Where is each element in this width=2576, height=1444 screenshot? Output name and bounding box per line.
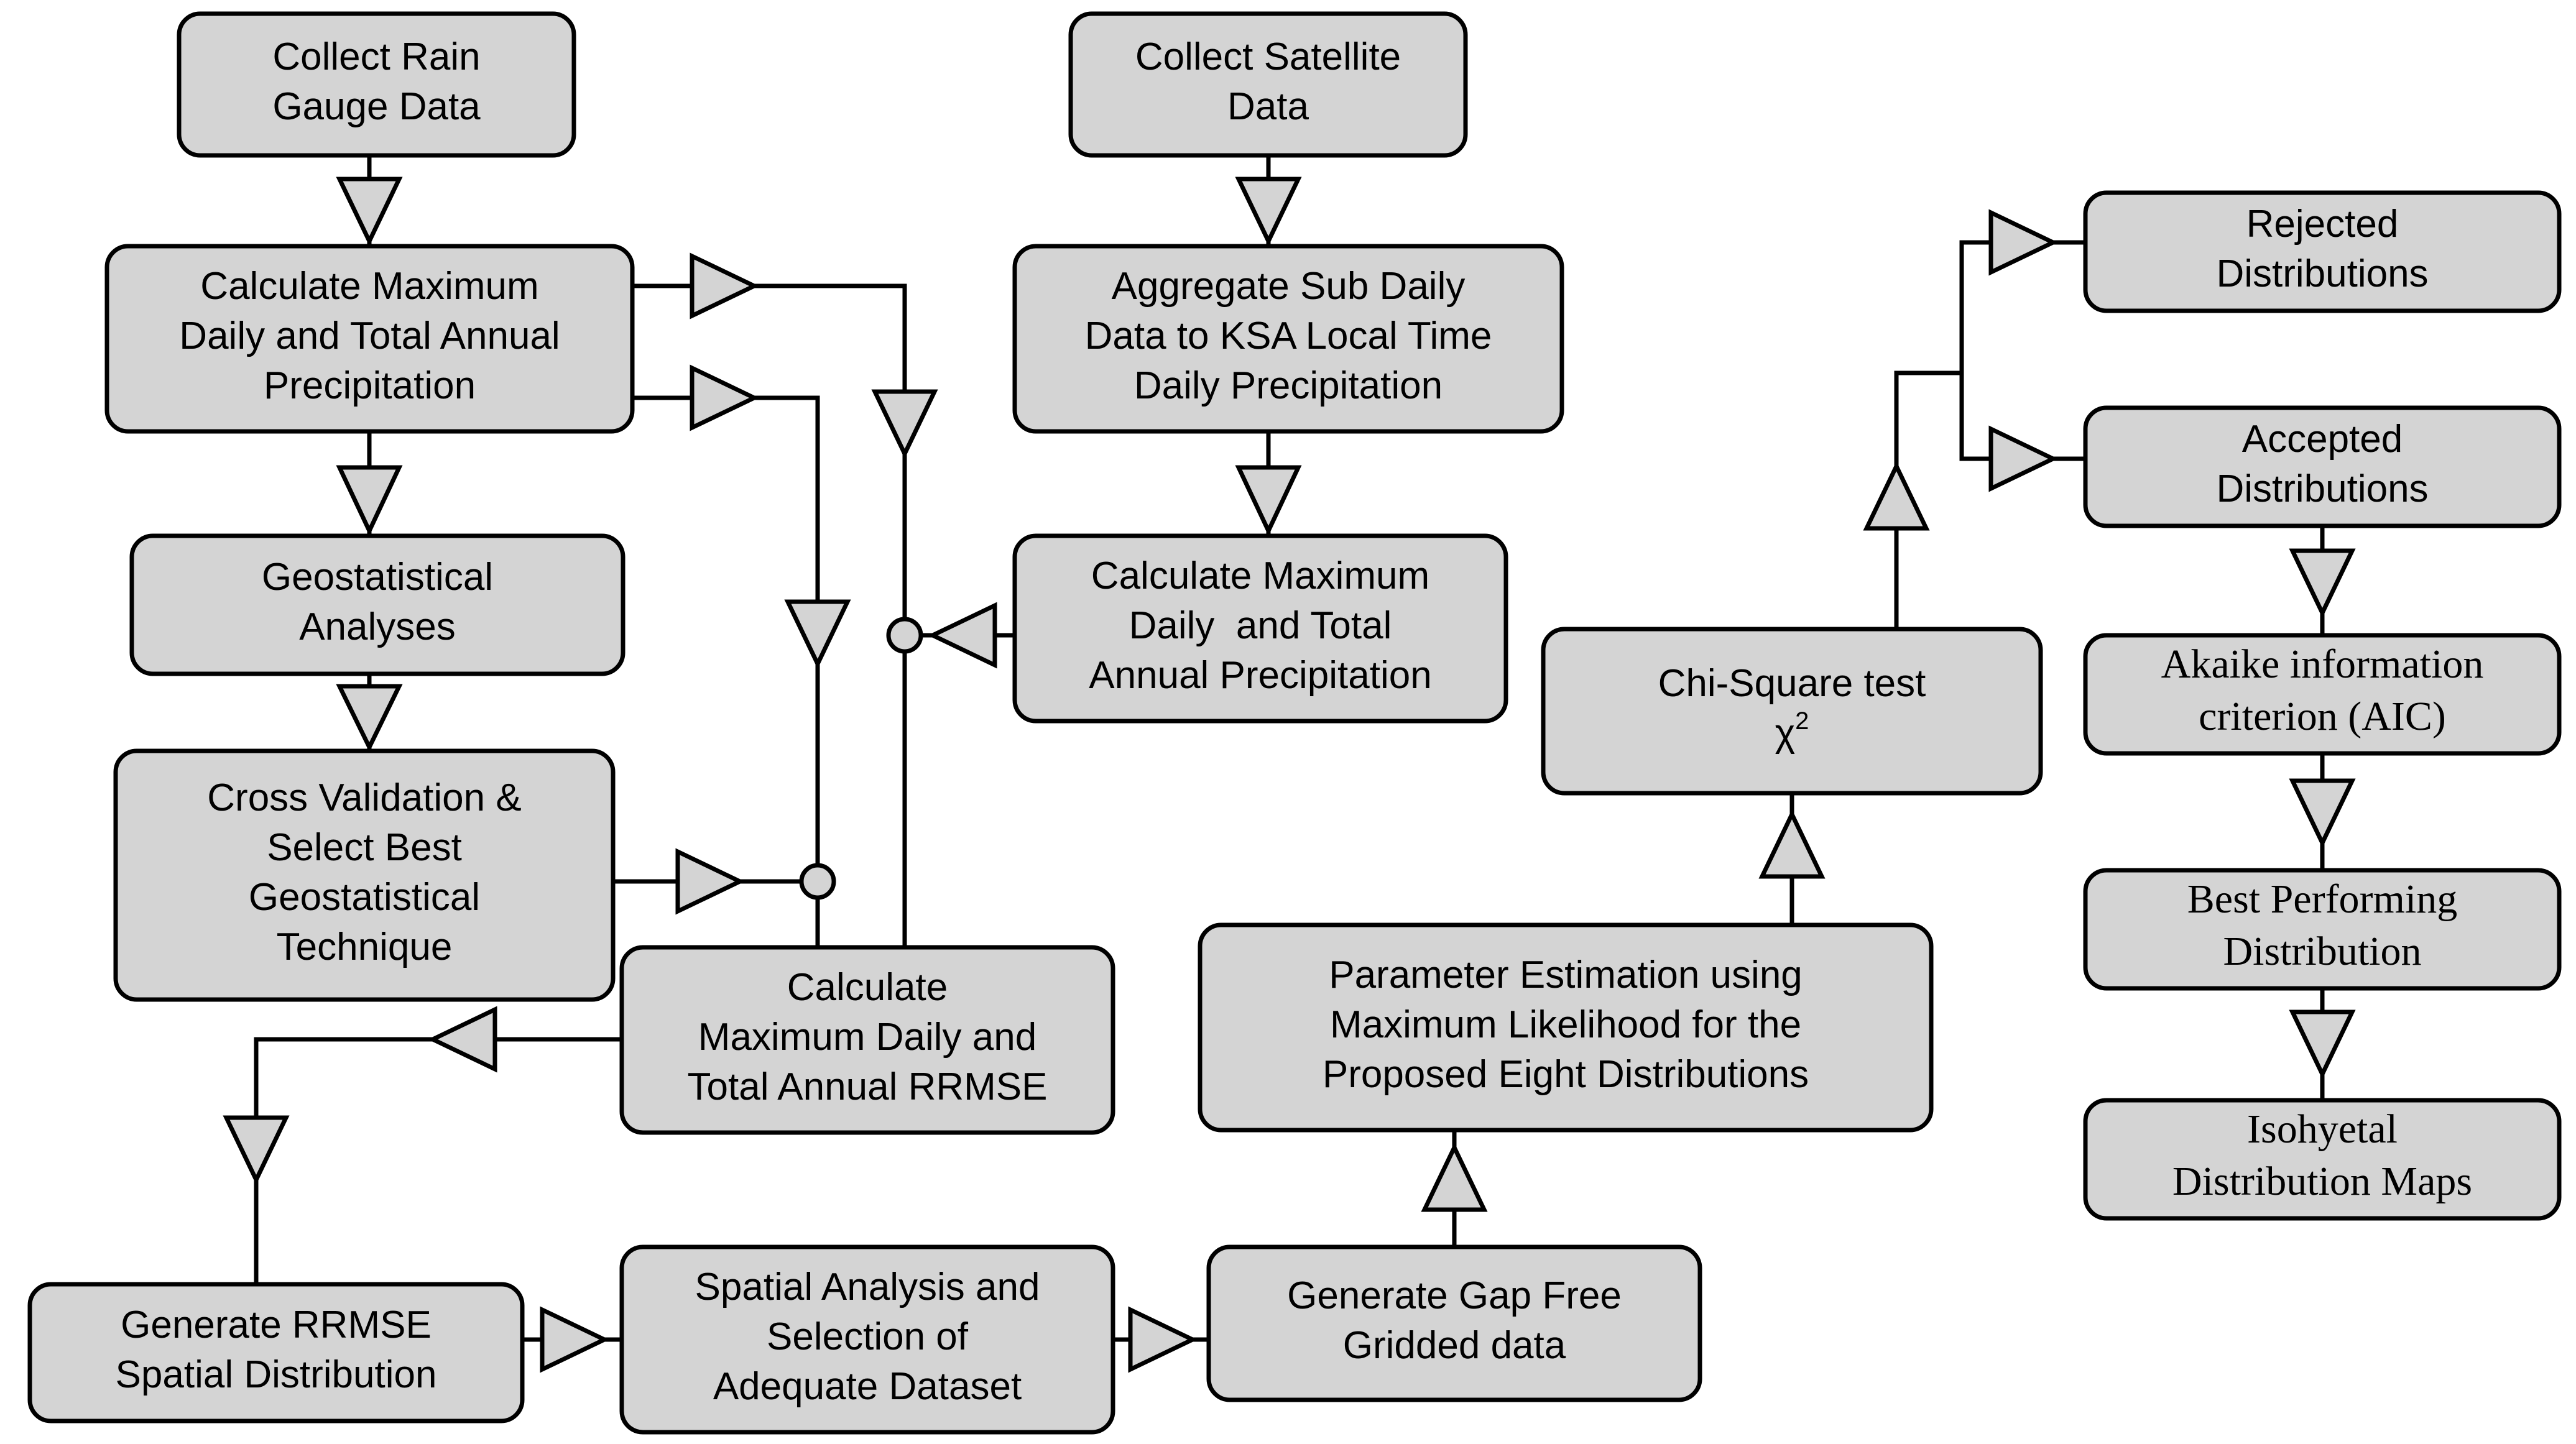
edge-rrmse-to-generate-rrmse-spatial [223, 1006, 622, 1284]
edge-chi-square-to-rejected [1863, 209, 2085, 629]
edge-aggregate-to-calc-precip-satellite [1235, 431, 1302, 536]
edge-satellite-to-aggregate [1235, 155, 1302, 247]
edge-accepted-to-aic [2289, 526, 2356, 635]
node-box [113, 748, 616, 1002]
edge-generate-rrmse-to-spatial-analysis [522, 1306, 622, 1373]
edge-cross-validation-to-rrmse-junction [613, 848, 818, 915]
node-box [1206, 1244, 1702, 1402]
edge-spatial-analysis-to-gap-free [1113, 1306, 1209, 1373]
node-box [2083, 405, 2562, 528]
edge-rain-gauge-to-calc-precip [336, 155, 403, 247]
edge-best-performing-to-isohyetal [2289, 988, 2356, 1100]
edge-layer [223, 155, 2356, 1373]
node-box [1012, 244, 1564, 434]
node-box [1012, 533, 1508, 724]
node-box [619, 945, 1115, 1135]
node-box [1198, 922, 1934, 1133]
node-box [129, 533, 626, 676]
node-box [177, 11, 576, 158]
junction-rrmse-input [799, 863, 836, 900]
edge-calc-precip-to-rrmse-junction [632, 364, 851, 881]
edge-parameter-estimation-to-chi-square [1758, 793, 1826, 925]
edge-calc-precip-to-merge-junction [632, 252, 938, 619]
node-box [2083, 190, 2562, 313]
junction-gauge-satellite-merge [886, 617, 923, 654]
edge-calc-precip-to-geostatistical [336, 431, 403, 536]
node-box [104, 244, 635, 434]
node-box [1541, 627, 2043, 796]
node-box [619, 1244, 1115, 1435]
edge-junctions-to-rrmse [815, 635, 907, 947]
node-box [2083, 868, 2562, 991]
edge-geostatistical-to-cross-validation [336, 674, 403, 752]
node-box [2083, 1098, 2562, 1221]
node-box [2083, 633, 2562, 756]
node-box [27, 1282, 525, 1423]
edge-aic-to-best-performing [2289, 753, 2356, 870]
edge-gap-free-to-parameter-estimation [1421, 1130, 1488, 1247]
edge-calc-precip-satellite-to-merge-junction [921, 602, 1015, 669]
junction-layer [799, 617, 923, 900]
edge-chi-square-to-accepted [1959, 373, 2085, 492]
node-box [1068, 11, 1468, 158]
